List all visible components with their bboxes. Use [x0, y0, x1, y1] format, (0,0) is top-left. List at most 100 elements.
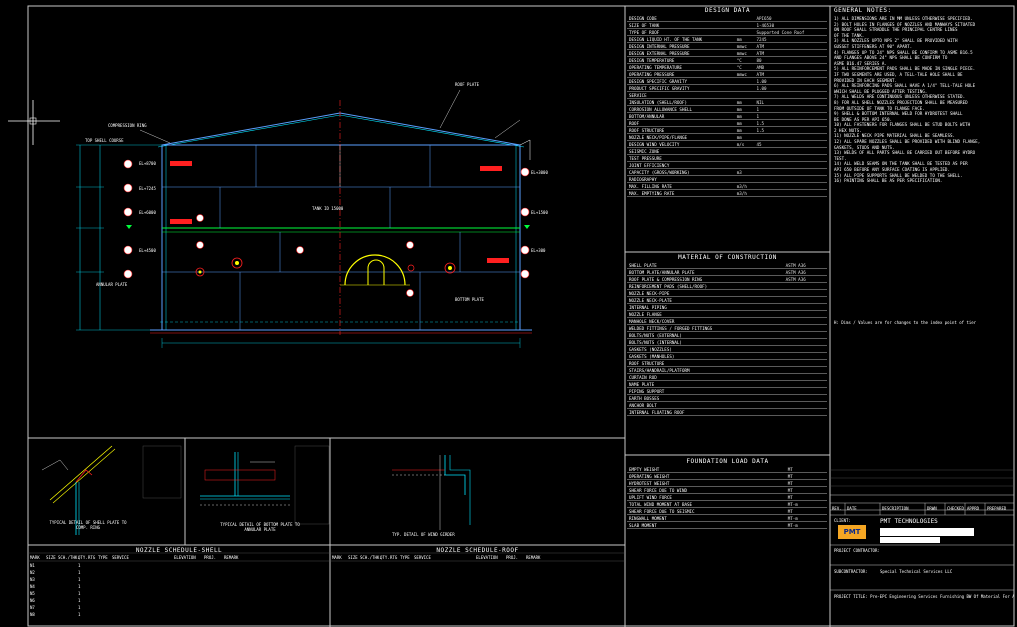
table-cell: NOZZLE NECK-PLATE	[627, 296, 784, 304]
table-cell: MT-m	[785, 500, 818, 508]
table-cell: SEISMIC ZONE	[627, 147, 735, 155]
table-cell: MAX. EMPTYING RATE	[627, 189, 735, 197]
general-notes: 1) ALL DIMENSIONS ARE IN MM UNLESS OTHER…	[834, 16, 1012, 184]
table-cell: MT	[785, 493, 818, 501]
table-cell: MAX. FILLING RATE	[627, 182, 735, 190]
nozzle-cell: 1	[78, 570, 81, 575]
table-cell: 1.5	[754, 126, 827, 134]
table-cell	[817, 486, 827, 494]
table-row: SIZE OF TANK 1-46530	[627, 21, 827, 29]
subcontractor-label: SUBCONTRACTOR:	[834, 569, 868, 574]
table-cell	[817, 466, 827, 473]
table-row: GASKETS (MANHOLES)	[627, 352, 827, 360]
table-cell: DESIGN LIQUID HT. OF THE TANK	[627, 35, 735, 43]
note-line: GUSSET STIFFENERS AT 90° APART.	[834, 43, 913, 49]
note-line: FROM OUTSIDE OF TANK TO FLANGE FACE.	[834, 105, 925, 111]
column-header: RTG	[390, 555, 398, 560]
table-cell	[783, 387, 827, 395]
note-line: 10) ALL FASTENERS FOR FLANGES SHALL BE S…	[834, 122, 971, 128]
table-cell: mm	[734, 126, 755, 134]
table-row: JOINT EFFICIENCY	[627, 161, 827, 169]
table-cell: NOZZLE FLANGE	[627, 310, 784, 318]
note-line: GASKETS, STUDS AND NUTS.	[834, 144, 895, 150]
table-cell: 7245	[754, 35, 827, 43]
table-cell: REINFORCEMENT PADS (SHELL/ROOF)	[627, 282, 784, 290]
column-header: DESCRIPTION	[882, 506, 909, 511]
table-cell: EARTH BOSSES	[627, 394, 784, 402]
foundation-title: FOUNDATION LOAD DATA	[686, 458, 769, 465]
table-cell: TEST PRESSURE	[627, 154, 735, 162]
column-header: RTG	[88, 555, 96, 560]
compression-ring-label: COMPRESSION RING	[108, 123, 147, 128]
table-cell: mmwc	[734, 42, 755, 50]
table-row: MANHOLE NECK/COVER	[627, 317, 827, 325]
elevation-label: EL+4500	[139, 248, 156, 253]
table-row: REINFORCEMENT PADS (SHELL/ROOF)	[627, 282, 827, 290]
table-cell	[754, 147, 827, 155]
nozzle-cell: 1	[78, 612, 81, 617]
table-cell: 1-46530	[754, 21, 827, 29]
table-cell	[783, 282, 827, 290]
table-cell: ROOF STRUCTURE	[627, 126, 735, 134]
table-cell	[817, 472, 827, 480]
nozzle-cell: 1	[78, 591, 81, 596]
moc-title: MATERIAL OF CONSTRUCTION	[678, 254, 777, 261]
table-cell	[783, 331, 827, 339]
company-name: PMT TECHNOLOGIES	[880, 518, 938, 525]
table-cell	[754, 91, 827, 99]
nozzle-cell: 1	[78, 598, 81, 603]
table-cell: EMPTY WEIGHT	[627, 466, 786, 473]
elevation-label: EL+7245	[139, 186, 156, 191]
table-cell: SIZE OF TANK	[627, 21, 735, 29]
table-cell: DESIGN WIND VELOCITY	[627, 140, 735, 148]
nozzle-cell: 1	[78, 605, 81, 610]
column-header: SERVICE	[112, 555, 129, 560]
table-cell: TOTAL WIND MOMENT AT BASE	[627, 500, 786, 508]
table-cell: ATM	[754, 70, 827, 78]
table-cell: mm	[734, 133, 755, 141]
table-cell	[734, 161, 755, 169]
table-cell: BOLTS/NUTS (EXTERNAL)	[627, 331, 784, 339]
note-line: 2 HEX NUTS.	[834, 127, 862, 133]
table-cell: m/s	[734, 140, 755, 148]
table-cell: DESIGN EXTERNAL PRESSURE	[627, 49, 735, 57]
table-cell: NAME PLATE	[627, 380, 784, 388]
table-cell: MANHOLE NECK/COVER	[627, 317, 784, 325]
table-cell: °C	[734, 63, 755, 71]
table-cell: RADIOGRAPHY	[627, 175, 735, 183]
column-header: PROJ.	[204, 555, 217, 560]
table-cell: API650	[754, 15, 827, 22]
table-cell: SHELL PLATE	[627, 262, 784, 269]
nozzle-cell: N8	[30, 612, 35, 617]
table-row: SERVICE	[627, 91, 827, 99]
table-cell	[783, 310, 827, 318]
elevation-label: EL+1500	[531, 210, 548, 215]
table-cell: NOZZLE NECK/PIPE/FLANGE	[627, 133, 735, 141]
table-cell: NOZZLE NECK-PIPE	[627, 289, 784, 297]
table-cell: mm	[734, 112, 755, 120]
nozzle-marker	[170, 219, 192, 224]
note-line: BE DONE AS PER API 650.	[834, 116, 892, 122]
table-row: RADIOGRAPHY	[627, 175, 827, 183]
bottom-plate-label: BOTTOM PLATE	[455, 297, 484, 302]
table-cell: STAIRS/HANDRAIL/PLATFORM	[627, 366, 784, 374]
detail-c-title: TYP. DETAIL OF WIND GIRDER	[392, 532, 455, 537]
nozzle-marker	[170, 161, 192, 166]
column-header: SCH./THK.	[58, 555, 80, 560]
note-line: 8) FOR ALL SHELL NOZZLES PROJECTION SHAL…	[834, 99, 968, 105]
table-cell: INTERNAL FLOATING ROOF	[627, 408, 784, 416]
table-cell: BOTTOM PLATE/ANNULAR PLATE	[627, 268, 784, 276]
nozzle-roof-title: NOZZLE SCHEDULE-ROOF	[436, 547, 519, 554]
